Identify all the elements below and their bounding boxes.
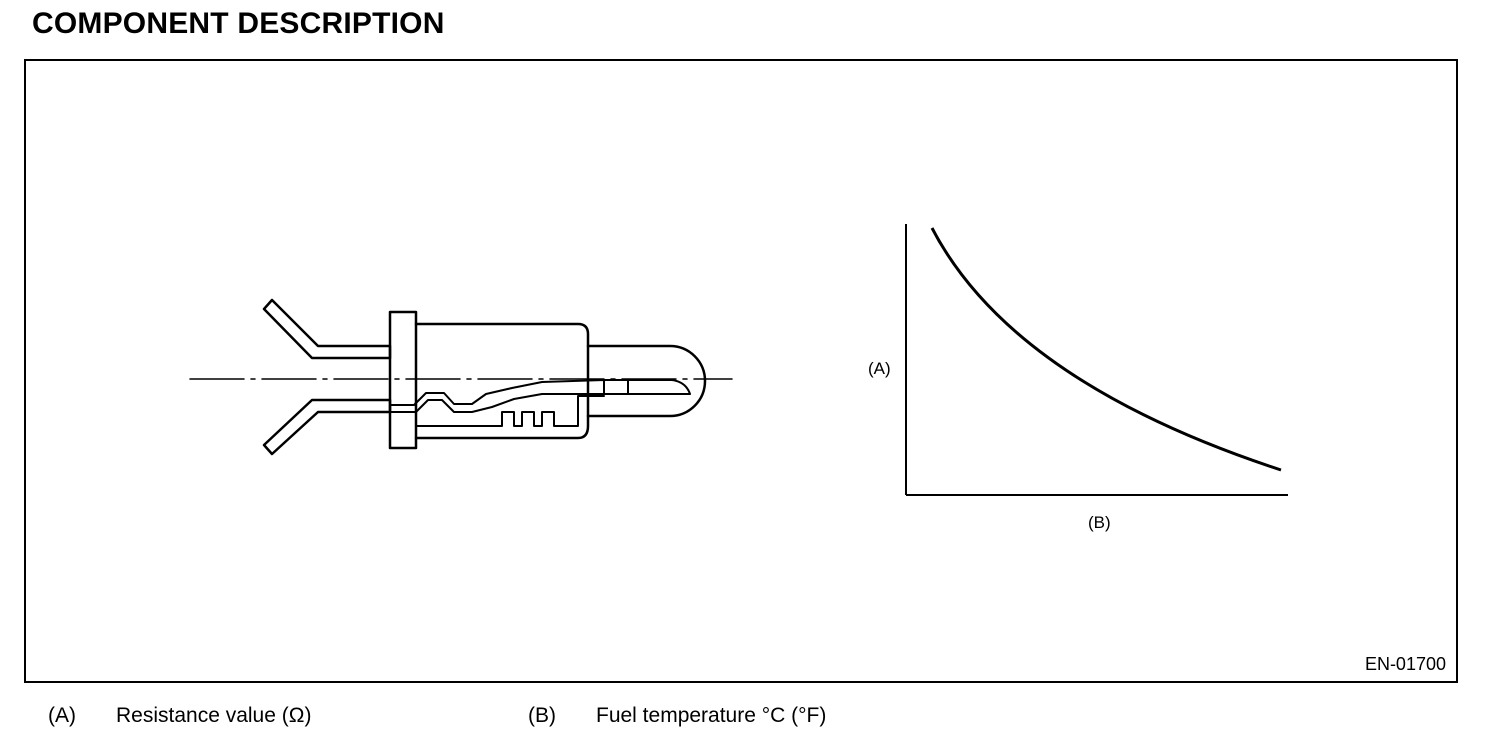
upper-lead-wire xyxy=(262,298,392,360)
figure-canvas: (A) (B) xyxy=(189,224,1288,532)
inner-housing xyxy=(415,395,605,427)
lower-lead-wire xyxy=(262,398,392,456)
sensor-tip xyxy=(586,344,707,418)
resistance-curve xyxy=(930,227,1282,472)
thermistor-element xyxy=(603,379,629,395)
sensor-drawing xyxy=(189,298,733,456)
legend-text: Fuel temperature °C (°F) xyxy=(596,704,827,727)
figure-id: EN-01700 xyxy=(1364,654,1446,674)
legend-text: Resistance value (Ω) xyxy=(116,704,312,727)
legend-key: (A) xyxy=(48,704,76,727)
sensor-flange xyxy=(388,310,418,450)
legend-key: (B) xyxy=(528,704,556,727)
resistance-graph: (A) (B) xyxy=(868,224,1288,532)
element-lead xyxy=(627,379,691,395)
x-axis-label: (B) xyxy=(1088,513,1111,532)
figure-frame: (A) (B) EN-01700 xyxy=(24,59,1458,683)
legend: (A) Resistance value (Ω) (B) Fuel temper… xyxy=(0,704,1504,744)
internal-conductor xyxy=(389,379,605,413)
y-axis-label: (A) xyxy=(868,359,891,378)
page-title: COMPONENT DESCRIPTION xyxy=(32,7,445,40)
